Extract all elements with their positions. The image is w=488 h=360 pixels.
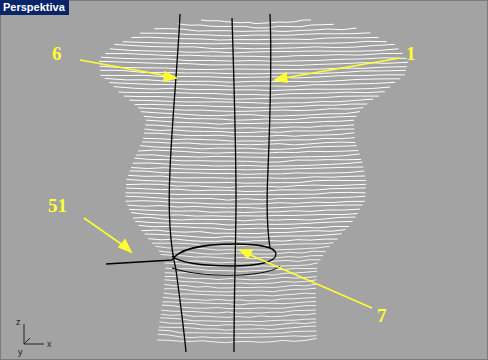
contour-line (135, 104, 368, 108)
contour-line (128, 175, 365, 178)
contour-line (161, 310, 316, 313)
leader-arrows (80, 58, 400, 308)
viewport-title: Perspektiva (0, 0, 69, 15)
contour-line (124, 96, 379, 99)
contour-line (119, 92, 385, 96)
contour-line (129, 209, 360, 212)
contour-line (159, 326, 316, 330)
contour-line (140, 146, 357, 150)
contour-line (140, 33, 370, 36)
contour-line (144, 133, 355, 137)
contour-line (130, 171, 365, 174)
contour-line (162, 301, 316, 305)
contour-line (127, 179, 367, 183)
contour-line (100, 66, 408, 69)
contour-line (158, 334, 317, 338)
contour-line (145, 129, 355, 133)
contour-line (126, 192, 366, 194)
contour-line (201, 20, 311, 24)
contour-line (105, 78, 400, 82)
contour-line (157, 338, 317, 342)
contour-line (136, 154, 360, 158)
contour-line (165, 263, 319, 267)
contour-line (145, 234, 342, 238)
contour-line (148, 239, 338, 242)
contour-line (178, 24, 334, 28)
contour-line (131, 213, 358, 217)
contour-line (145, 125, 354, 128)
contour-line (160, 318, 316, 322)
contour-line (164, 288, 316, 292)
contour-line (127, 205, 362, 208)
contour-line (143, 138, 355, 142)
contour-line (126, 184, 366, 187)
contour-line (144, 116, 357, 120)
section-curves (106, 14, 280, 352)
contour-line (138, 108, 363, 112)
contour-lines (99, 20, 408, 343)
contour-line (165, 277, 317, 280)
contour-line (142, 142, 355, 145)
contour-line (126, 201, 365, 204)
contour-line (123, 41, 387, 44)
contour-line (125, 196, 365, 200)
contour-line (141, 230, 345, 234)
contour-line (101, 57, 407, 61)
contour-line (163, 293, 315, 296)
axis-icon (24, 324, 44, 344)
contour-line (161, 255, 323, 259)
contour-line (146, 120, 354, 124)
contour-line (131, 37, 378, 40)
axis-label: z (16, 318, 21, 327)
axis-label: y (18, 348, 23, 357)
contour-line (135, 221, 352, 225)
contour-line (158, 330, 316, 334)
contour-line (134, 158, 361, 162)
contour-line (101, 75, 405, 78)
callout-number: 1 (406, 44, 416, 63)
contour-line (129, 99, 373, 103)
callout-number: 51 (48, 196, 67, 215)
contour-line (164, 280, 316, 284)
contour-line (133, 217, 356, 221)
contour-line (162, 305, 316, 309)
contour-line (161, 313, 316, 317)
contour-line (105, 53, 402, 57)
contour-line (165, 268, 317, 271)
contour-line (163, 297, 316, 301)
callout-number: 6 (52, 44, 62, 63)
contour-line (133, 162, 363, 166)
contour-line (114, 44, 394, 48)
callout-number: 7 (377, 306, 387, 325)
axis-label: x (47, 340, 52, 349)
contour-line (131, 167, 363, 170)
contour-line (126, 188, 366, 192)
contour-line (109, 82, 395, 86)
contour-line (114, 87, 390, 91)
contour-line (110, 49, 399, 53)
contour-line (164, 284, 316, 288)
contour-line (154, 28, 356, 32)
